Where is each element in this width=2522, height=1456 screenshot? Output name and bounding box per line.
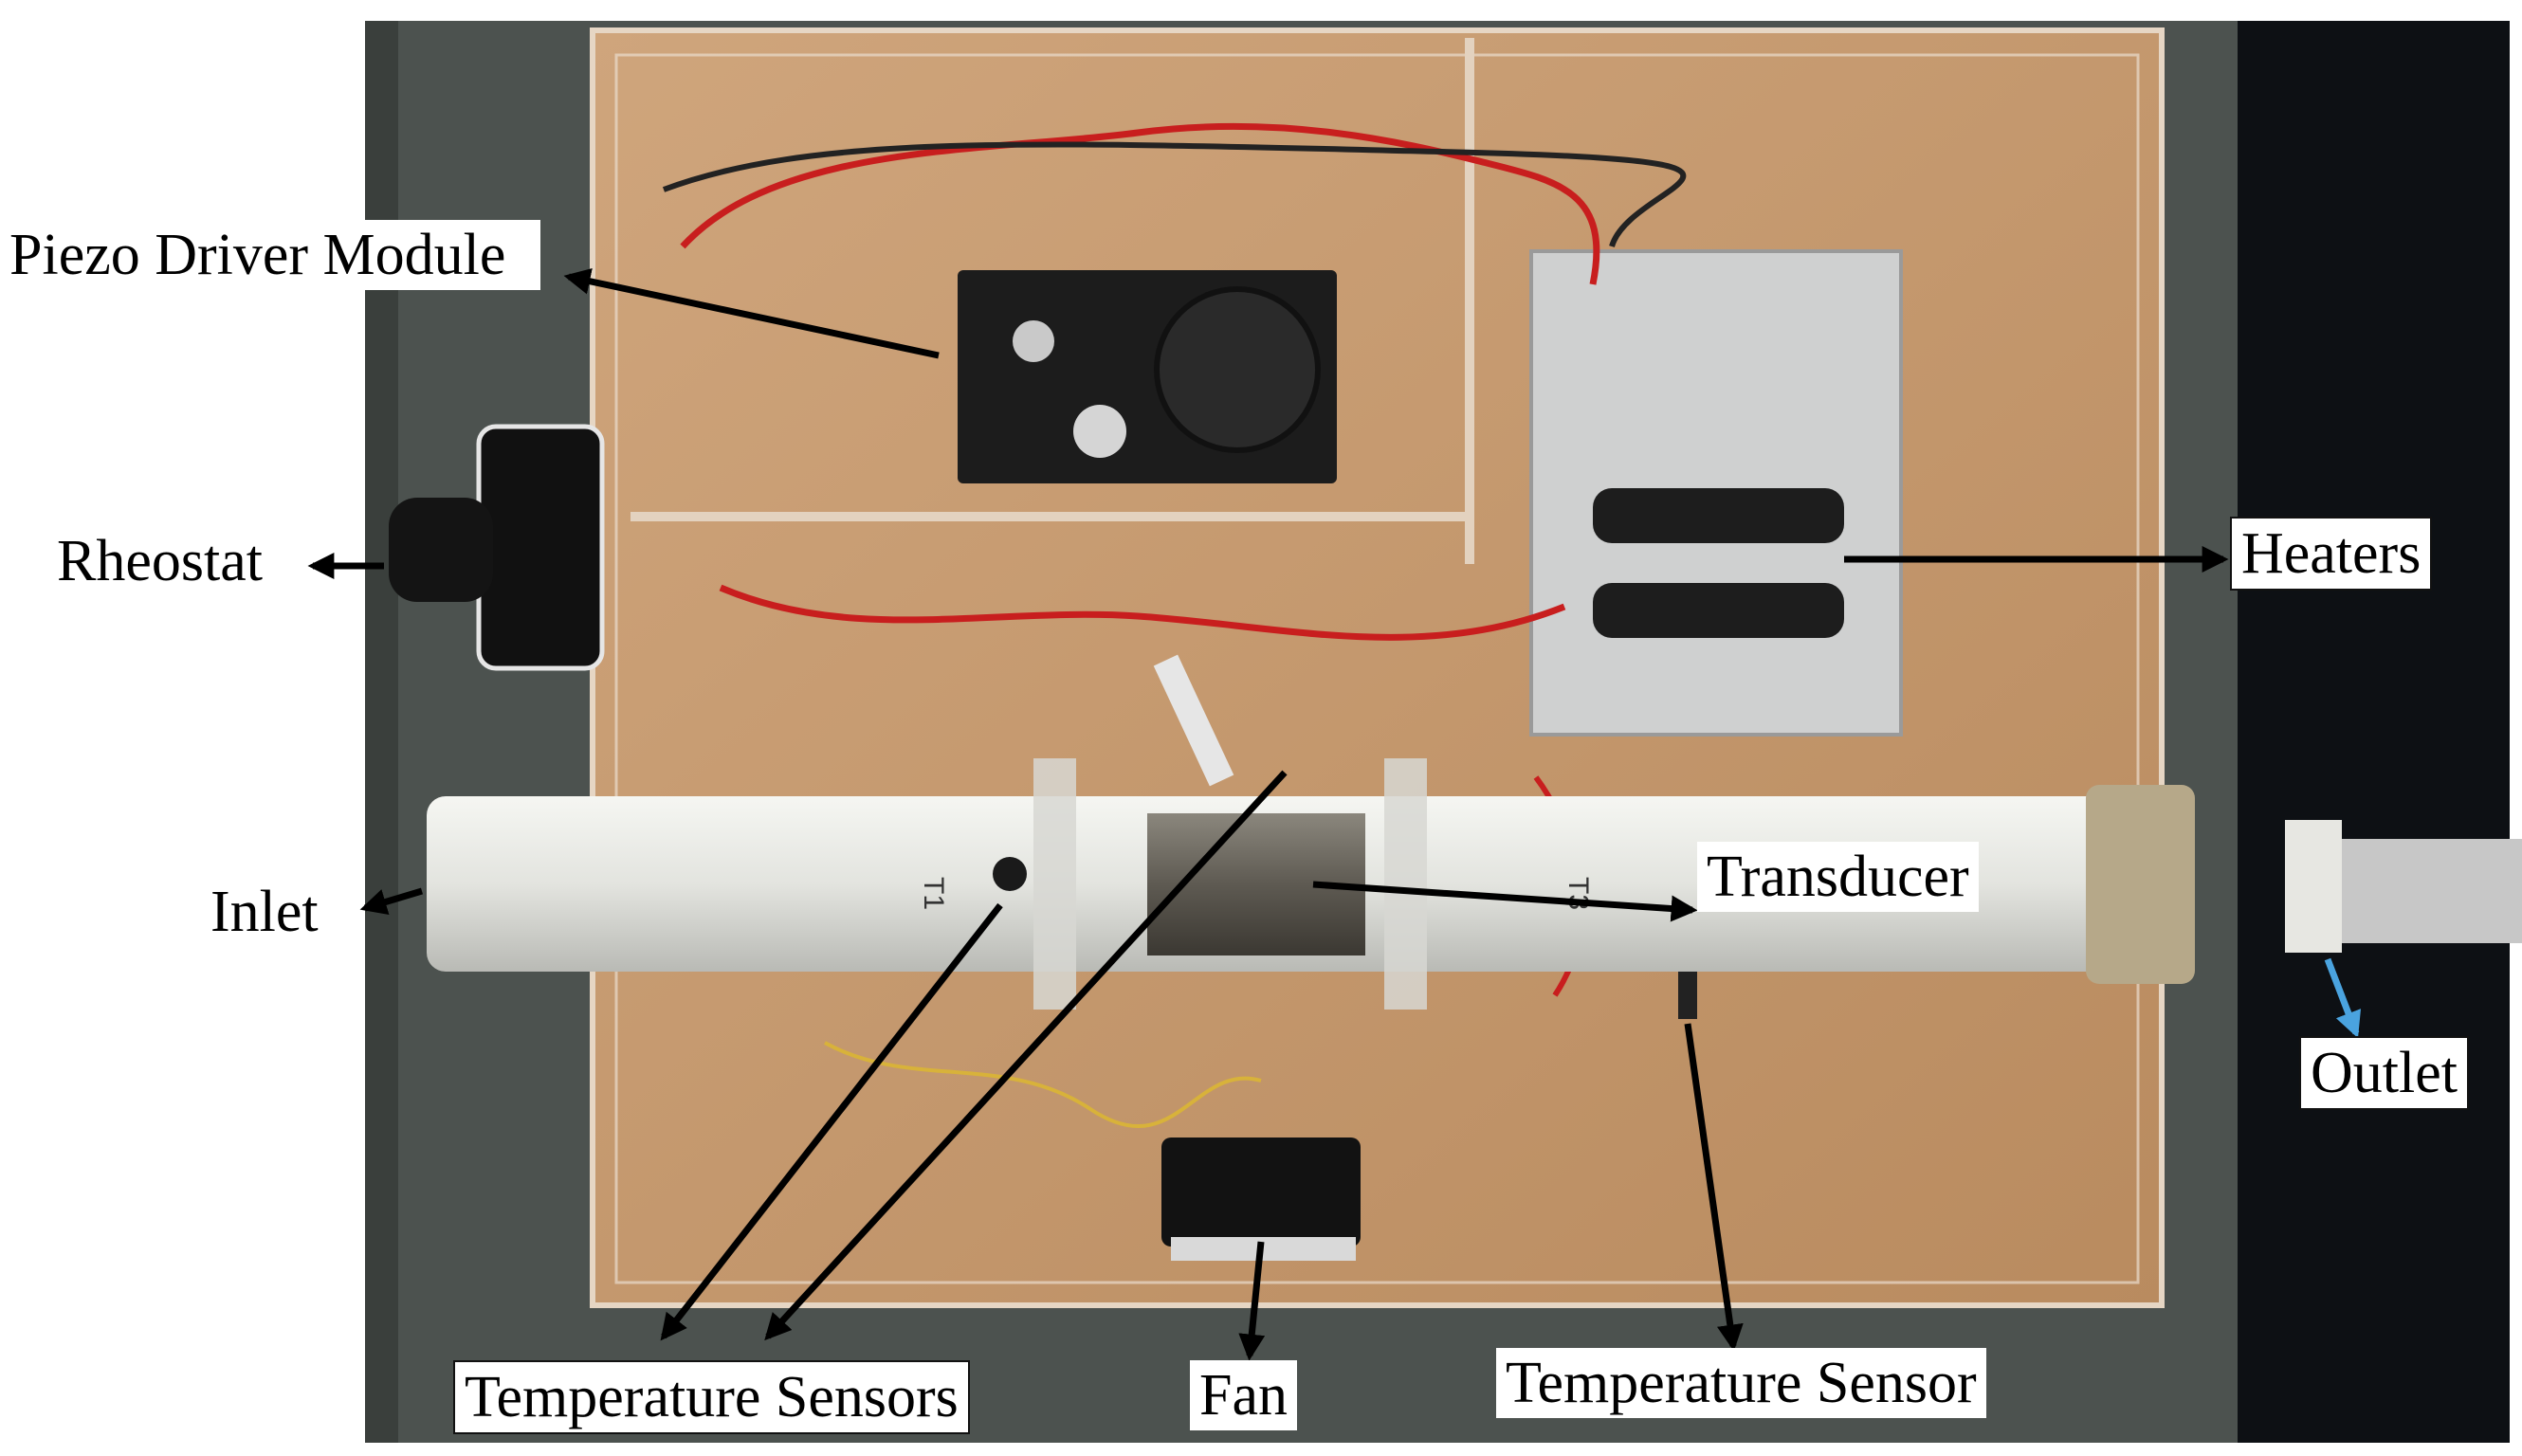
label-temperature-sensors: Temperature Sensors	[453, 1360, 970, 1434]
outlet-fitting	[2285, 820, 2342, 953]
label-heaters: Heaters	[2230, 517, 2433, 591]
label-outlet: Outlet	[2299, 1036, 2469, 1110]
heater-resistor-top	[1593, 488, 1844, 543]
capacitor	[1013, 320, 1054, 362]
heater-resistor-bottom	[1593, 583, 1844, 638]
pipe-clamp	[2086, 785, 2195, 984]
arrow-outlet	[2324, 957, 2362, 1039]
red-wire-2	[719, 584, 1566, 641]
pipe-mark-t1: T1	[918, 877, 949, 910]
dark-background-right	[2238, 21, 2510, 1443]
label-rheostat: Rheostat	[47, 526, 272, 596]
arrow-transducer	[1312, 881, 1698, 922]
enclosure-inner-edge	[614, 53, 2140, 1284]
label-temperature-sensor: Temperature Sensor	[1496, 1348, 1986, 1418]
label-fan: Fan	[1190, 1360, 1297, 1430]
label-transducer: Transducer	[1697, 842, 1979, 912]
arrow-fan	[1238, 1241, 1266, 1361]
yellow-wire	[824, 1041, 1262, 1129]
arrow-temp-sensor-2	[764, 770, 1288, 1341]
black-wire	[662, 141, 1687, 247]
arrow-inlet	[359, 887, 424, 915]
fan-body	[1161, 1138, 1361, 1247]
cooling-fan-disc	[1154, 286, 1321, 453]
arrow-piezo	[563, 267, 940, 359]
rheostat-knob	[389, 498, 493, 602]
flange-right	[1384, 758, 1427, 1010]
sensor-probe-top	[1153, 654, 1234, 787]
sensor-probe-bottom-right	[1678, 972, 1697, 1019]
arrow-temp-sensor-3	[1684, 1023, 1744, 1352]
arrow-temp-sensor-1	[660, 902, 1003, 1341]
corrugated-hose	[2342, 839, 2522, 943]
label-piezo-driver-module: Piezo Driver Module	[0, 220, 540, 290]
sensor-probe-t1	[993, 857, 1027, 891]
flange-left	[1033, 758, 1076, 1010]
acrylic-enclosure	[590, 27, 2165, 1308]
red-wire-1	[680, 122, 1600, 285]
label-inlet: Inlet	[201, 877, 328, 947]
rheostat-body	[476, 424, 605, 671]
capacitor-2	[1073, 405, 1126, 458]
